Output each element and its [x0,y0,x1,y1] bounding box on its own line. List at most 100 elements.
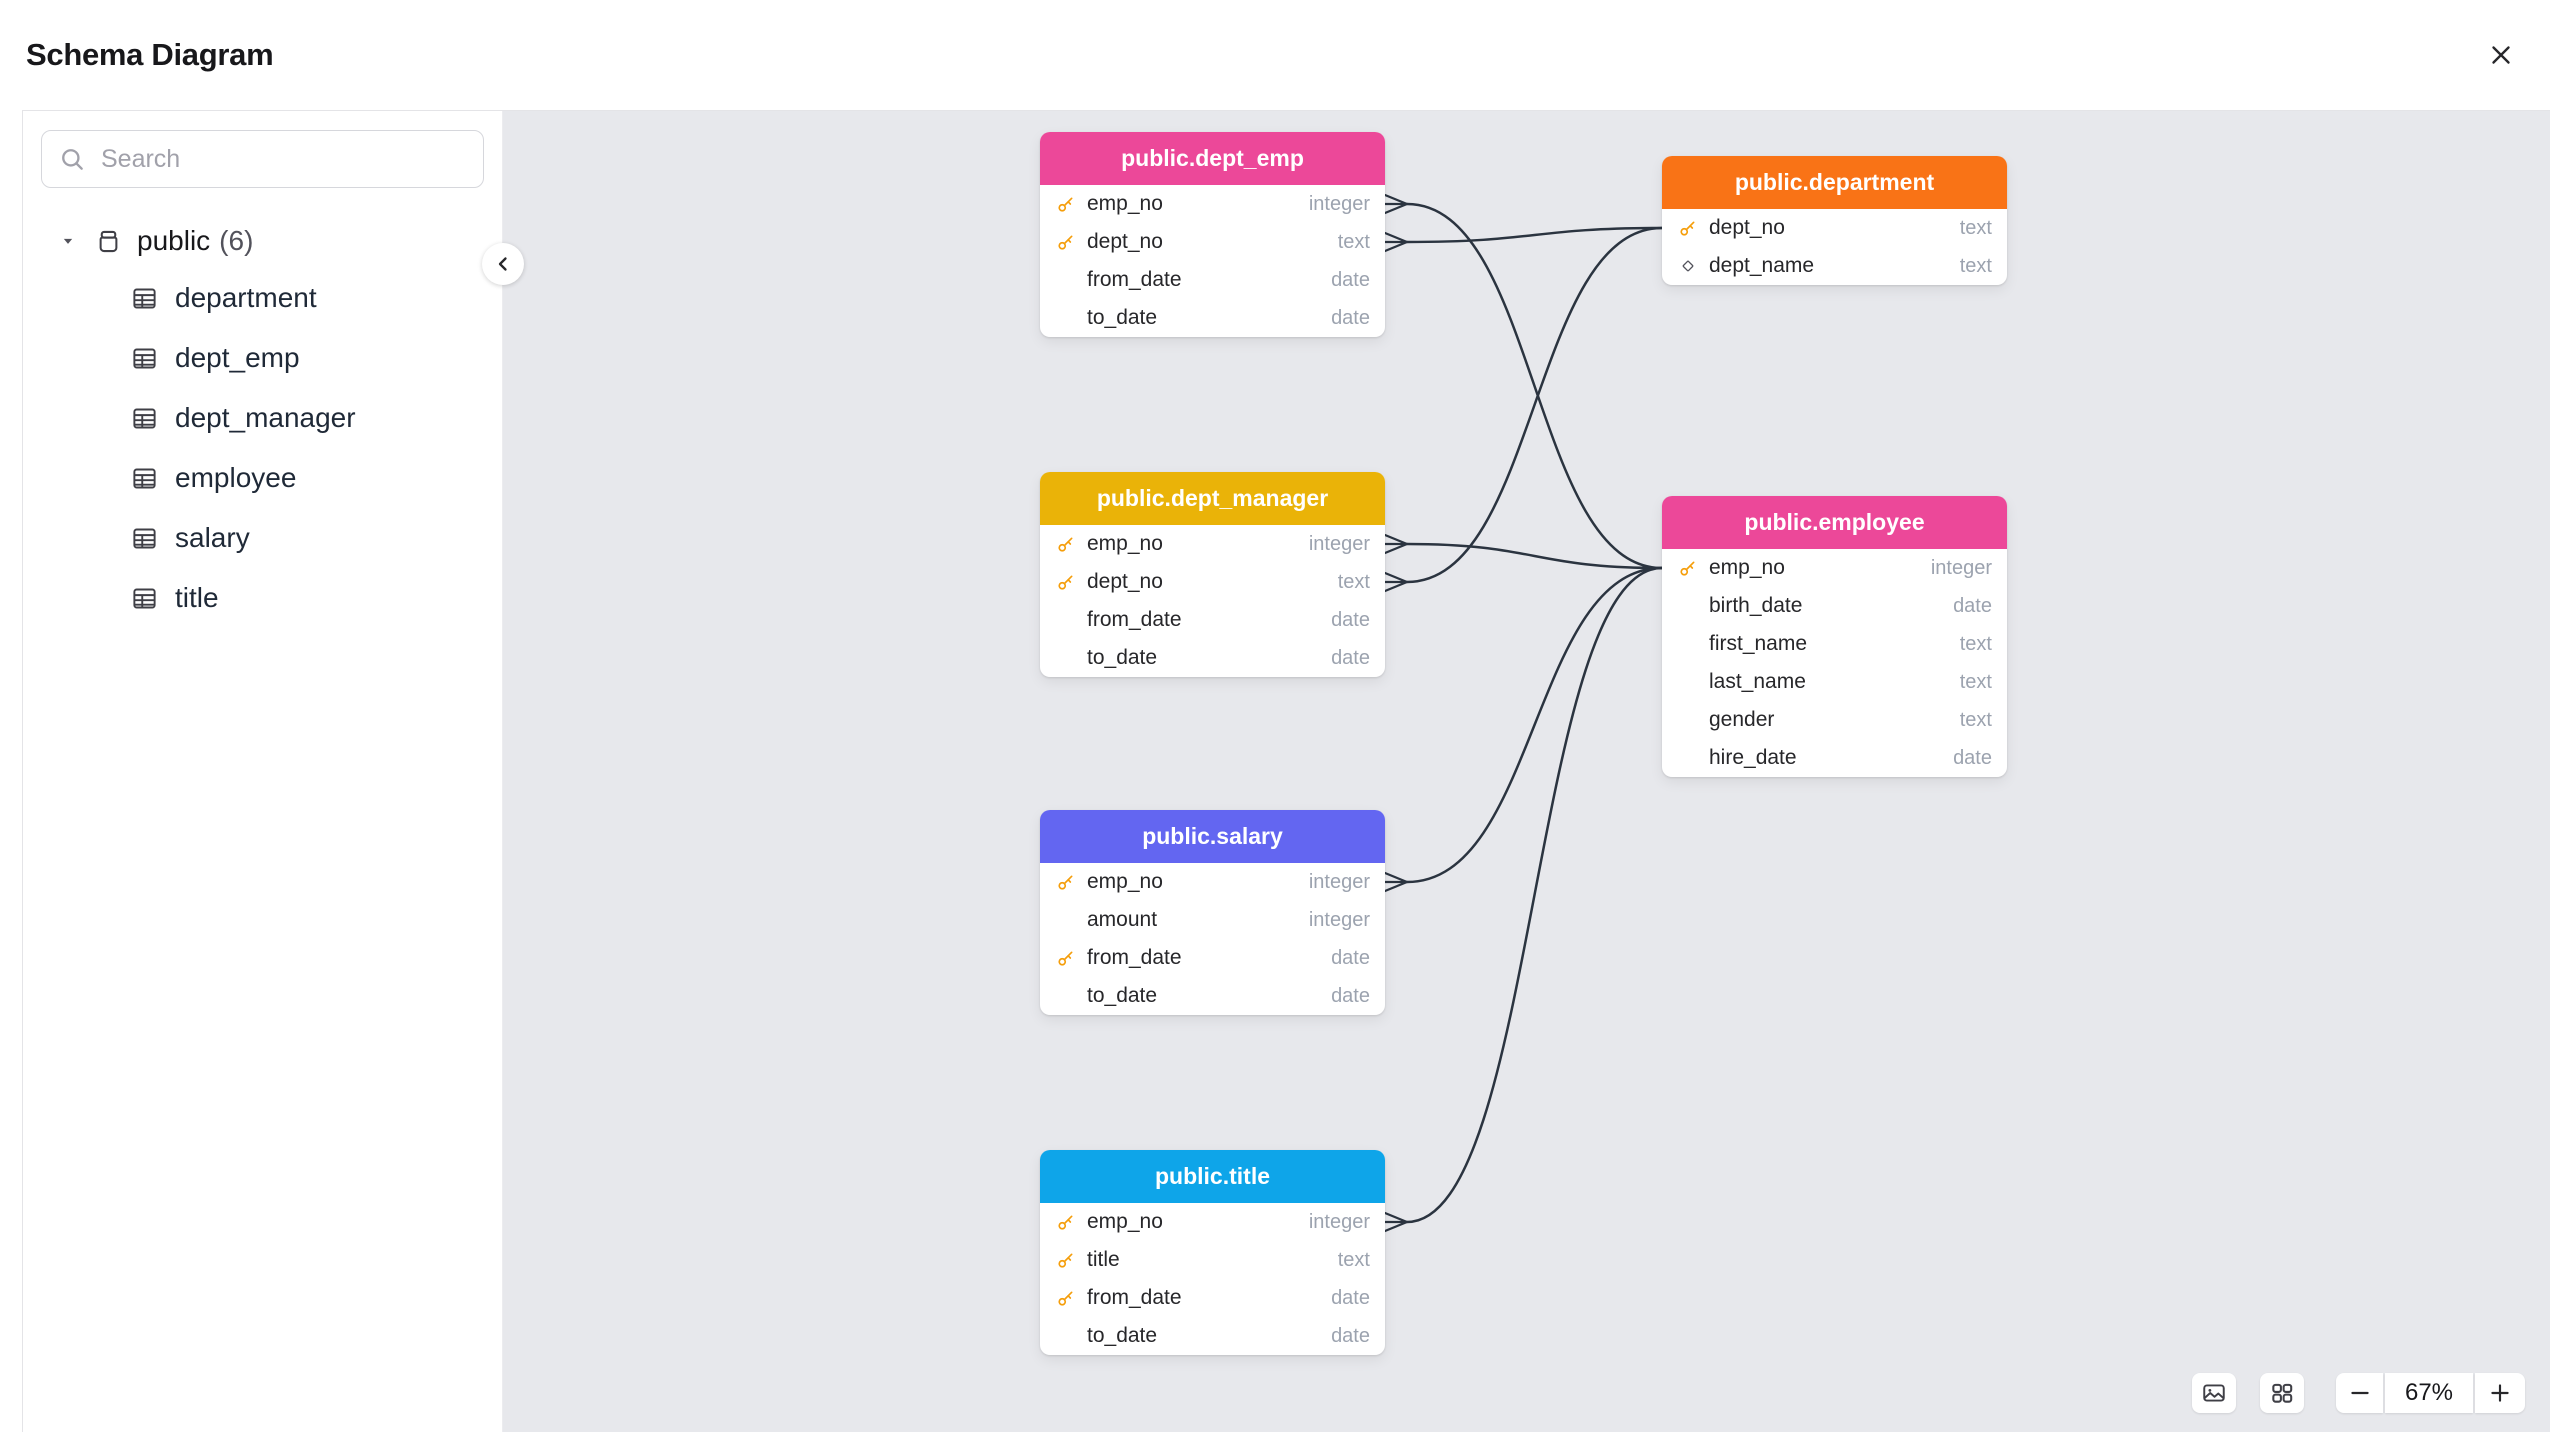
primary-key-icon [1058,575,1073,590]
schema-name: public [137,225,211,256]
primary-key-icon [1680,221,1695,236]
primary-key-icon [1058,197,1073,212]
sidebar-table-label: employee [175,462,297,493]
column-type: integer [1308,1210,1370,1233]
column-type: integer [1308,870,1370,893]
table-node-rows: dept_no text dept_name text [1662,209,2007,285]
content-frame [22,110,2550,1432]
table-column-row: emp_no integer [1040,525,1385,563]
table-node-employee[interactable]: public.employee emp_no integer birth_dat… [1662,496,2007,777]
zoom-controls: 67% [2336,1373,2525,1413]
primary-key-icon [1058,1253,1073,1268]
minus-icon [2350,1391,2369,1395]
table-column-row: gender text [1662,701,2007,739]
table-node-department[interactable]: public.department dept_no text dept_name… [1662,156,2007,285]
column-type: date [1953,746,1992,769]
zoom-in-button[interactable] [2475,1373,2525,1413]
column-type: text [1959,216,1992,239]
primary-key-icon [1058,1291,1073,1306]
column-type: date [1331,306,1370,329]
sidebar-table-item-department[interactable]: department [23,268,502,328]
column-name: to_date [1087,646,1158,669]
primary-key-icon [1058,875,1073,890]
auto-layout-button[interactable] [2260,1373,2304,1413]
column-type: date [1331,268,1370,291]
column-name: from_date [1087,946,1182,969]
close-button[interactable] [2478,32,2524,78]
column-type: integer [1308,908,1370,931]
search-input[interactable] [101,144,467,174]
sidebar-table-label: salary [175,522,250,553]
column-type: integer [1308,192,1370,215]
table-column-row: birth_date date [1662,587,2007,625]
sidebar-table-label: dept_emp [175,342,300,373]
modal-header: Schema Diagram [0,0,2550,110]
table-node-salary[interactable]: public.salary emp_no integer amount inte… [1040,810,1385,1015]
table-column-row: dept_no text [1040,563,1385,601]
sidebar-collapse-button[interactable] [482,243,524,285]
sidebar-table-item-employee[interactable]: employee [23,448,502,508]
column-type: date [1331,1286,1370,1309]
schema-table-count: (6) [219,225,254,256]
table-column-row: from_date date [1040,261,1385,299]
sidebar-table-item-dept_emp[interactable]: dept_emp [23,328,502,388]
search-icon [62,149,83,170]
column-type: date [1953,594,1992,617]
table-column-row: amount integer [1040,901,1385,939]
column-type: date [1331,984,1370,1007]
column-type: text [1959,708,1992,731]
primary-key-icon [1058,951,1073,966]
schema-tree: public (6) department dept_emp [23,214,502,628]
table-node-title: public.dept_emp [1040,132,1385,185]
column-name: dept_no [1087,230,1163,253]
column-name: hire_date [1709,746,1797,769]
table-column-row: emp_no integer [1662,549,2007,587]
sidebar-table-item-title[interactable]: title [23,568,502,628]
column-name: dept_no [1087,570,1163,593]
export-image-button[interactable] [2192,1373,2236,1413]
plus-icon [2491,1384,2509,1402]
table-node-rows: emp_no integer title text from_date date… [1040,1203,1385,1355]
zoom-level[interactable]: 67% [2385,1373,2473,1413]
column-type: date [1331,946,1370,969]
table-column-row: to_date date [1040,299,1385,337]
sidebar-table-label: title [175,582,219,613]
primary-key-icon [1680,561,1695,576]
table-column-row: dept_name text [1662,247,2007,285]
table-node-title: public.employee [1662,496,2007,549]
canvas-toolbar: 67% [2192,1373,2525,1413]
column-type: integer [1308,532,1370,555]
unique-diamond-icon [1682,260,1694,272]
tree-item-public-schema[interactable]: public (6) [23,214,502,268]
search-box [41,130,484,188]
table-column-row: dept_no text [1040,223,1385,261]
table-node-dept_emp[interactable]: public.dept_emp emp_no integer dept_no t… [1040,132,1385,337]
table-node-title: public.dept_manager [1040,472,1385,525]
table-node-rows: emp_no integer dept_no text from_date da… [1040,525,1385,677]
column-name: emp_no [1087,192,1163,215]
column-name: first_name [1709,632,1808,655]
table-icon [133,528,156,548]
caret-down-icon[interactable] [58,231,78,251]
column-name: emp_no [1709,556,1785,579]
table-node-title[interactable]: public.title emp_no integer title text [1040,1150,1385,1355]
sidebar-table-item-salary[interactable]: salary [23,508,502,568]
table-icon [133,408,156,428]
primary-key-icon [1058,537,1073,552]
column-name: emp_no [1087,532,1163,555]
column-type: text [1337,230,1370,253]
table-column-row: from_date date [1040,1279,1385,1317]
zoom-out-button[interactable] [2336,1373,2383,1413]
table-list: department dept_emp dept_manager employe… [23,268,502,628]
column-name: emp_no [1087,1210,1163,1233]
sidebar-table-item-dept_manager[interactable]: dept_manager [23,388,502,448]
column-type: text [1959,670,1992,693]
primary-key-icon [1058,235,1073,250]
diagram-canvas[interactable] [503,111,2550,1432]
column-name: from_date [1087,1286,1182,1309]
column-name: dept_no [1709,216,1785,239]
table-node-dept_manager[interactable]: public.dept_manager emp_no integer dept_… [1040,472,1385,677]
column-type: text [1959,254,1992,277]
table-column-row: emp_no integer [1040,863,1385,901]
page-title: Schema Diagram [26,37,274,72]
